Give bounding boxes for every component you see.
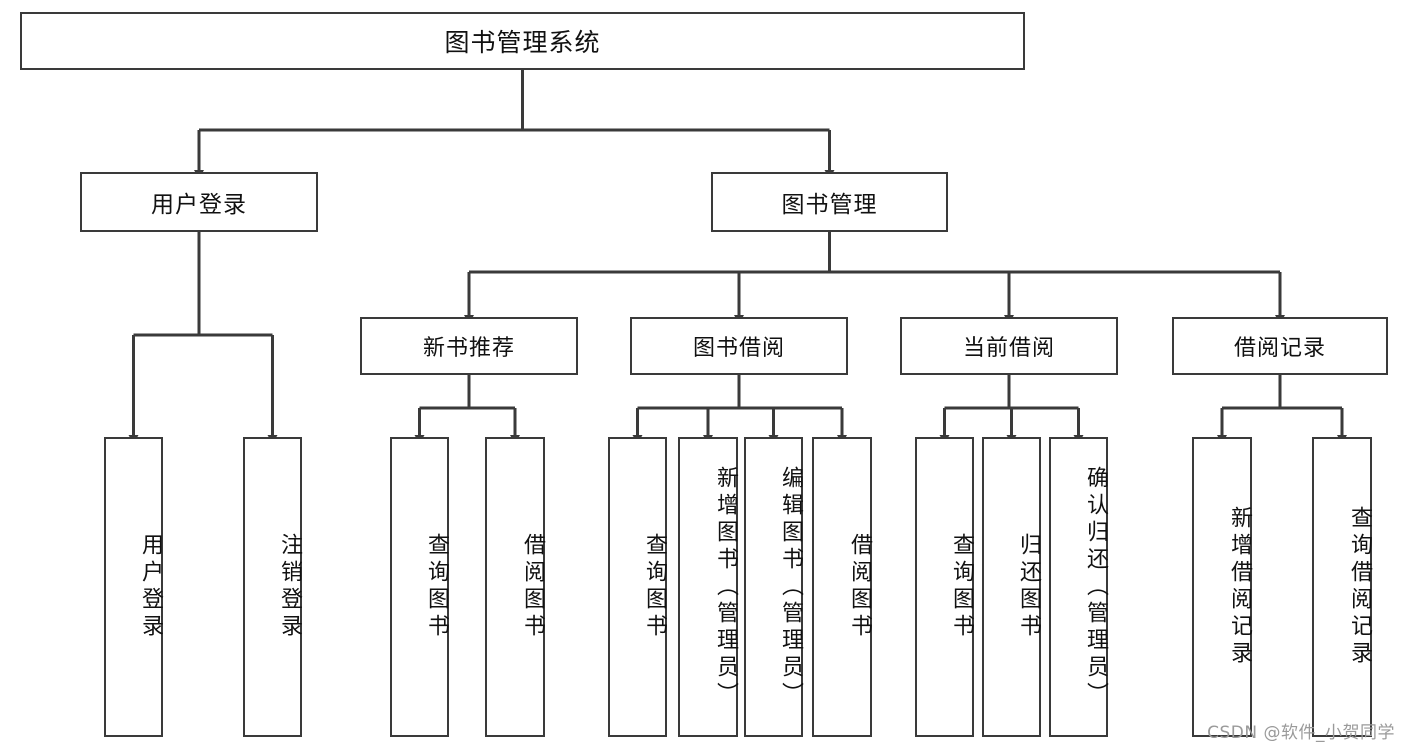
node-label: 查询图书 (642, 533, 667, 641)
node-label: 确认归还（管理员） (1083, 465, 1108, 709)
node-leaf_bor3[interactable]: 编辑图书（管理员） (744, 437, 803, 737)
node-label: 用户登录 (151, 192, 247, 218)
node-leaf_bor2[interactable]: 新增图书（管理员） (678, 437, 738, 737)
node-records[interactable]: 借阅记录 (1172, 317, 1388, 375)
node-label: 借阅图书 (847, 533, 872, 641)
node-label: 借阅记录 (1233, 336, 1326, 361)
node-leaf_new2[interactable]: 借阅图书 (485, 437, 545, 737)
node-label: 查询图书 (949, 533, 974, 641)
node-label: 图书管理 (781, 192, 878, 218)
node-leaf_login2[interactable]: 注销登录 (243, 437, 302, 737)
node-label: 图书管理系统 (444, 28, 601, 57)
node-leaf_new1[interactable]: 查询图书 (390, 437, 449, 737)
node-label: 图书借阅 (692, 336, 785, 361)
node-label: 用户登录 (138, 533, 163, 641)
node-login[interactable]: 用户登录 (80, 172, 318, 232)
node-label: 编辑图书（管理员） (778, 465, 803, 709)
node-leaf_cur1[interactable]: 查询图书 (915, 437, 974, 737)
node-root[interactable]: 图书管理系统 (20, 12, 1025, 70)
node-bookmgmt[interactable]: 图书管理 (711, 172, 948, 232)
node-leaf_cur2[interactable]: 归还图书 (982, 437, 1041, 737)
node-label: 查询借阅记录 (1347, 506, 1372, 668)
node-label: 新增借阅记录 (1227, 506, 1252, 668)
node-label: 借阅图书 (520, 533, 545, 641)
node-leaf_rec1[interactable]: 新增借阅记录 (1192, 437, 1252, 737)
node-leaf_bor4[interactable]: 借阅图书 (812, 437, 872, 737)
node-label: 注销登录 (277, 533, 302, 641)
node-newrec[interactable]: 新书推荐 (360, 317, 578, 375)
node-borrow[interactable]: 图书借阅 (630, 317, 848, 375)
node-leaf_bor1[interactable]: 查询图书 (608, 437, 667, 737)
tree-connectors (128, 70, 1347, 444)
node-leaf_login1[interactable]: 用户登录 (104, 437, 163, 737)
node-label: 当前借阅 (962, 336, 1055, 361)
watermark-label: CSDN @软件_小贺同学 (1207, 723, 1395, 743)
node-label: 新书推荐 (422, 336, 515, 361)
node-current[interactable]: 当前借阅 (900, 317, 1118, 375)
node-label: 归还图书 (1016, 533, 1041, 641)
node-label: 查询图书 (424, 533, 449, 641)
node-leaf_cur3[interactable]: 确认归还（管理员） (1049, 437, 1108, 737)
node-label: 新增图书（管理员） (713, 465, 738, 709)
node-leaf_rec2[interactable]: 查询借阅记录 (1312, 437, 1372, 737)
